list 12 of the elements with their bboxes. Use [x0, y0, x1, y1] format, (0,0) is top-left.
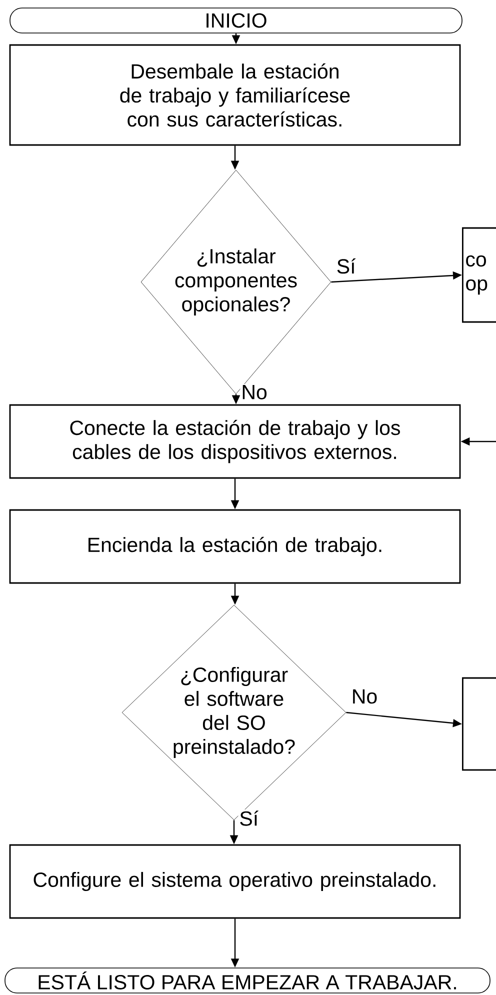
process-box: Encienda la estación de trabajo.: [9, 509, 461, 584]
terminator: ESTÁ LISTO PARA EMPEZAR A TRABAJAR.: [4, 968, 490, 994]
process-box: Configure el sistema operativo preinstalado.: [9, 844, 461, 919]
process-box: Desembale la estación de trabajo y familiarícese con sus características.: [9, 44, 461, 146]
edge-label: No: [240, 384, 268, 400]
edge-label: Sí: [335, 257, 357, 275]
terminator: INICIO: [10, 8, 462, 34]
process-box: [462, 677, 496, 771]
process-box: Conecte la estación de trabajo y los cables de los dispositivos externos.: [9, 404, 461, 479]
edge-label: No: [350, 688, 379, 705]
edge-label: Sí: [238, 810, 260, 827]
process-box: co op: [462, 227, 496, 323]
